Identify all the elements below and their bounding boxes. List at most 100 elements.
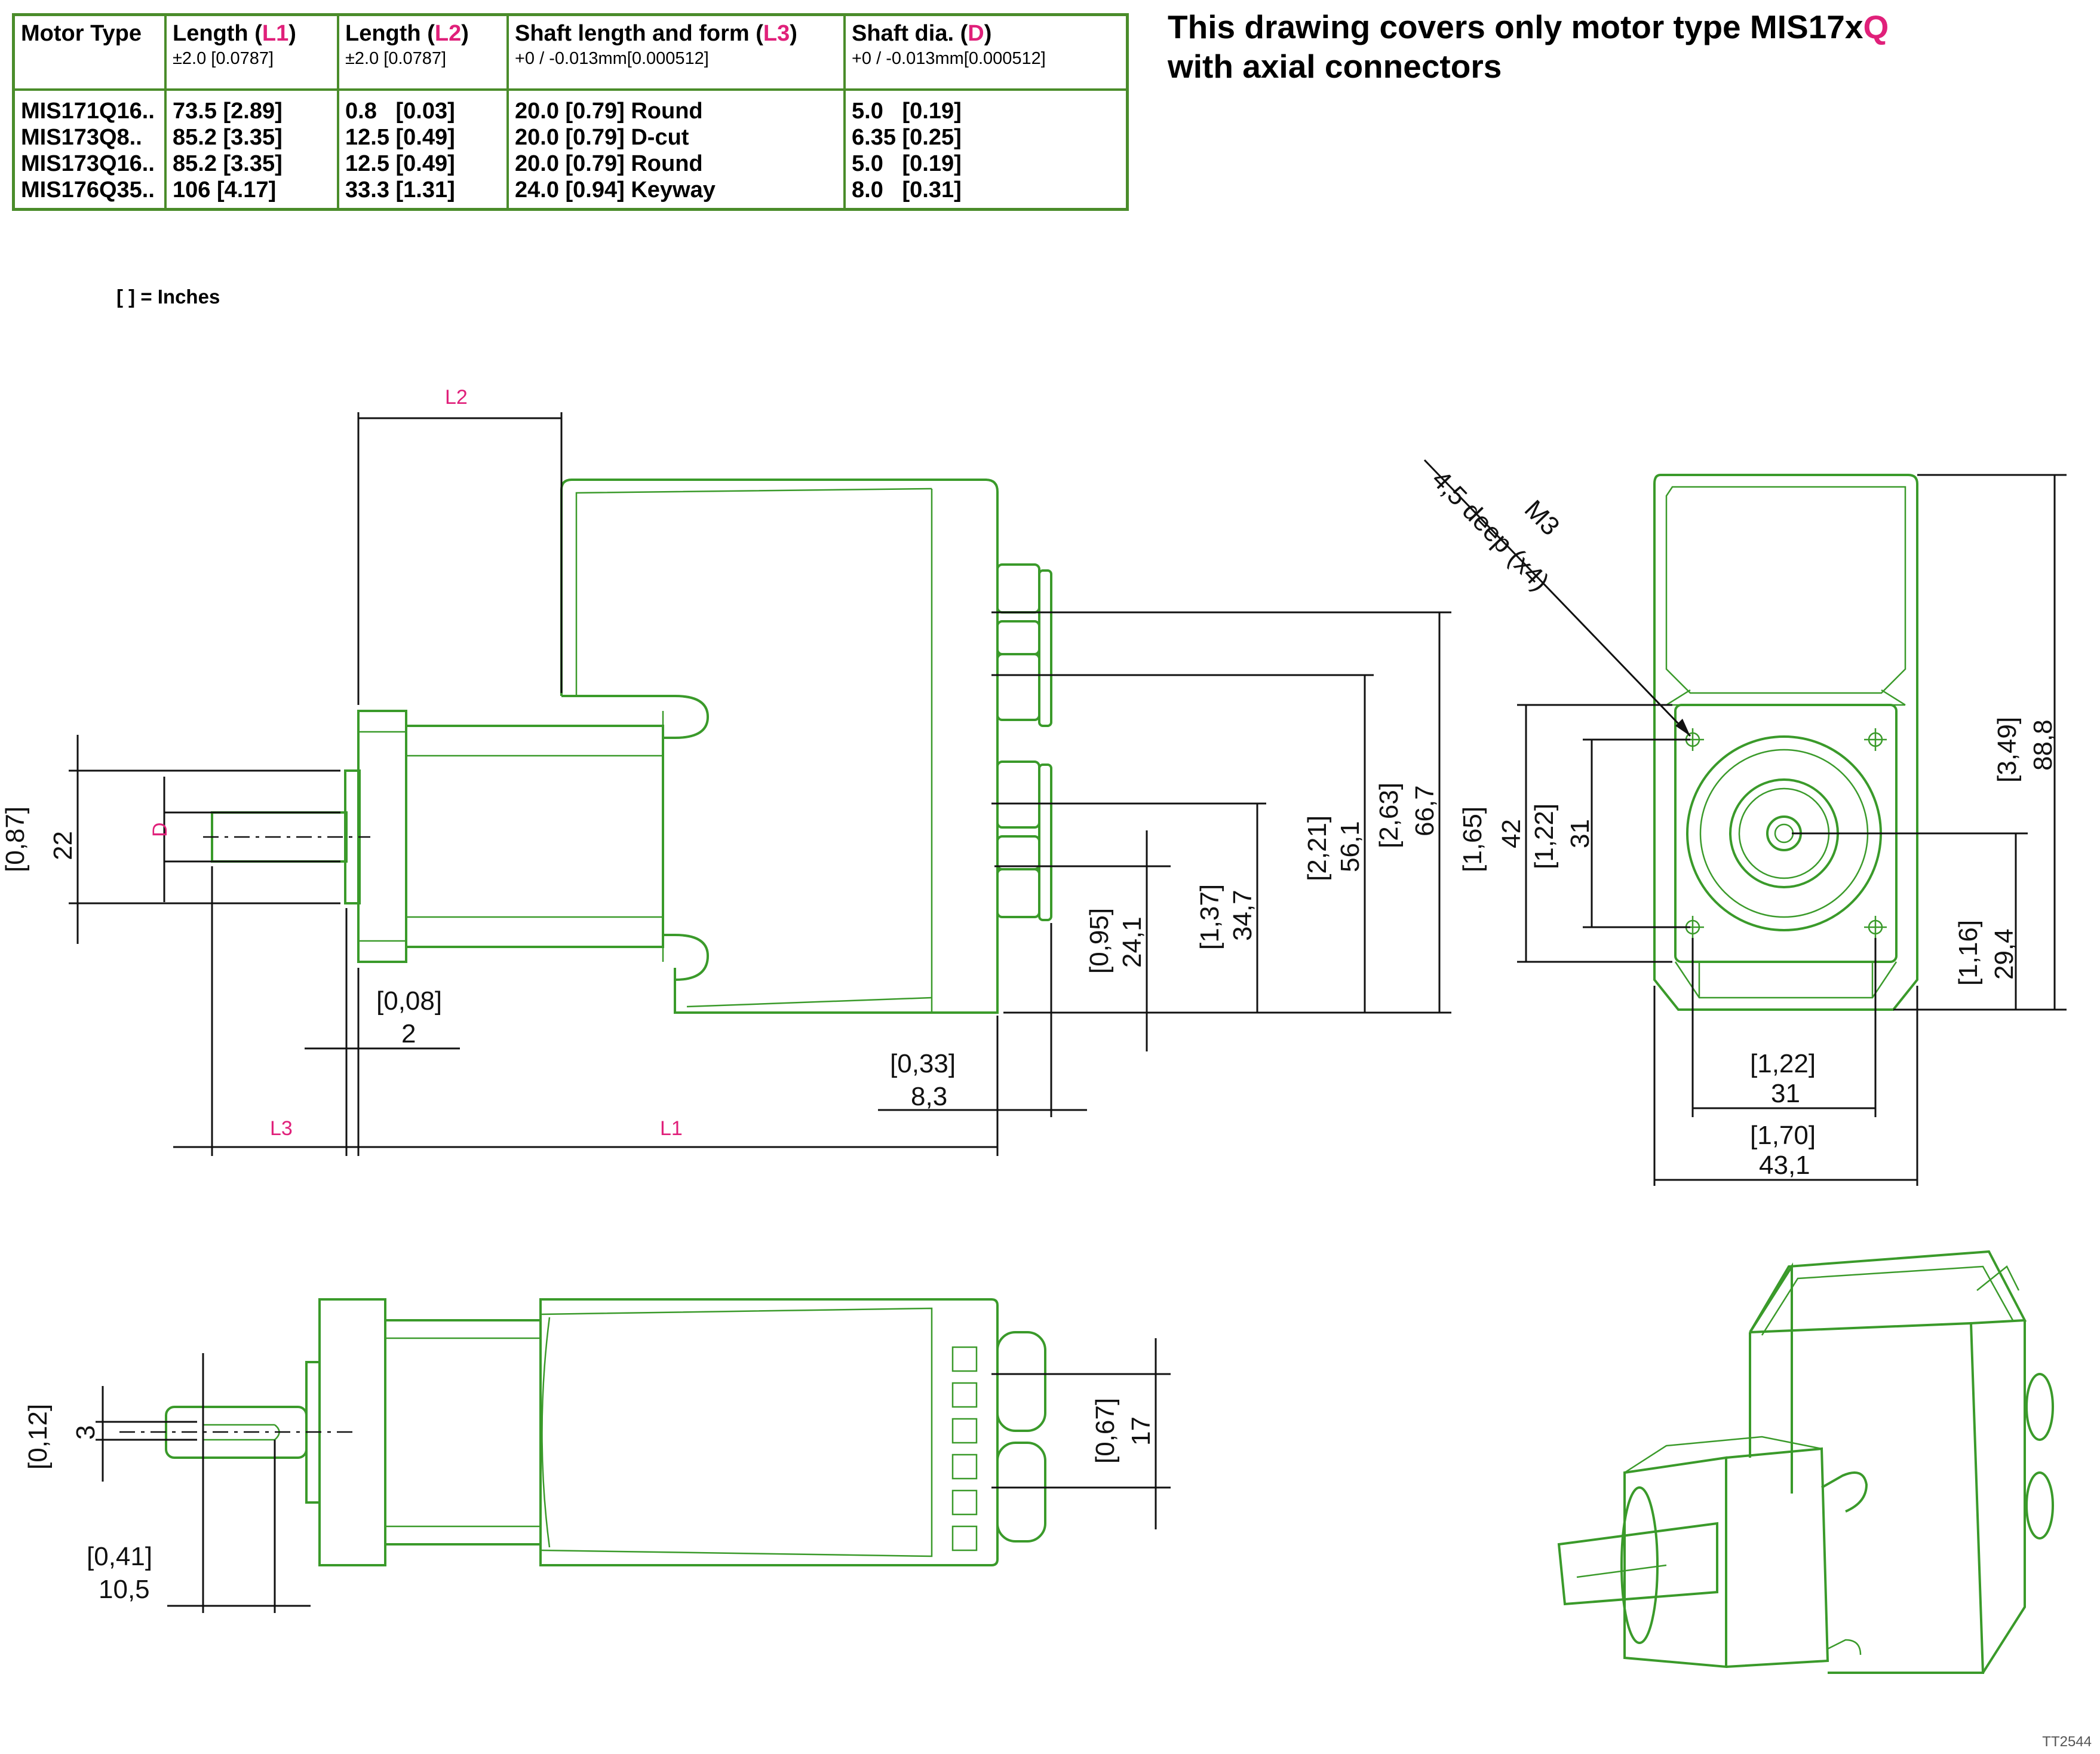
connector-group-lower [996,761,1052,921]
cell: 20.0 [0.79] Round [515,99,703,124]
header-length-l2: Length (L2)±2.0 [0.0787] [337,13,509,91]
dim-front-43-mm: 43,1 [1759,1151,1810,1180]
col-shaft-length: 20.0 [0.79] Round 20.0 [0.79] D-cut 20.0… [506,88,846,211]
cell: MIS173Q16.. [21,151,155,176]
mounting-holes [1681,728,1887,939]
dim-connector-offset-mm: 8,3 [911,1082,947,1111]
iso-housing-top [1749,1250,2027,1333]
iso-housing-back [1982,1320,2026,1674]
table-body-row: MIS171Q16.. MIS173Q8.. MIS173Q16.. MIS17… [12,88,1129,211]
headline-line2: with axial connectors [1168,48,1502,85]
top-housing [539,1298,999,1566]
l1-label: L1 [660,1117,683,1140]
cell: 8.0 [0.31] [852,177,962,203]
header-shaft-length: Shaft length and form (L3)+0 / -0.013mm[… [506,13,846,91]
thread-leader [1423,459,1691,737]
front-view-dimensions: M3 4,5 deep (x4) [1,65] 42 [1,22] 31 [1,… [1423,459,2067,1186]
cell: 12.5 [0.49] [345,151,455,176]
headline-accent: Q [1863,8,1889,45]
l2-label: L2 [445,386,468,409]
dim-conn-66-inch: [2,63] [1374,783,1404,848]
dim-front-31v-inch: [1,22] [1530,804,1559,869]
d-label: D [149,822,171,837]
dim-shaft-height-mm: 22 [48,831,78,860]
cell: 85.2 [3.35] [173,151,283,176]
dim-front-42-inch: [1,65] [1458,807,1487,872]
front-view-motor [1653,474,1918,1011]
iso-shaft [1557,1522,1718,1606]
top-connectors [951,1331,1046,1551]
dim-front-31v-mm: 31 [1565,819,1595,848]
dim-connector-offset-inch: [0,33] [890,1049,956,1078]
dim-front-42-mm: 42 [1497,819,1526,848]
connector-group-upper [996,563,1052,727]
cell: 6.35 [0.25] [852,125,962,150]
dim-keyway-inch: [0,12] [23,1404,53,1470]
motor-spec-table: Motor Type Length (L1)±2.0 [0.0787] Leng… [12,13,1129,211]
cell: MIS171Q16.. [21,99,155,124]
iso-flange [1623,1456,1727,1669]
dim-conn-24-mm: 24,1 [1117,916,1147,968]
dim-front-88-mm: 88,8 [2028,719,2058,771]
reference-code: TT2544 [2042,1734,2092,1750]
cell: 0.8 [0.03] [345,99,455,124]
cell: MIS176Q35.. [21,177,155,203]
dim-front-31h-mm: 31 [1771,1079,1800,1108]
isometric-view [1557,1250,2054,1674]
cell: 85.2 [3.35] [173,125,283,150]
dim-front-43-inch: [1,70] [1750,1121,1816,1150]
header-shaft-dia: Shaft dia. (D)+0 / -0.013mm[0.000512] [843,13,1129,91]
col-motor-type: MIS171Q16.. MIS173Q8.. MIS173Q16.. MIS17… [12,88,167,211]
dim-flange-inch: [0,08] [376,986,442,1016]
iso-body [1726,1447,1829,1668]
thread-spec-line1: M3 [1519,495,1565,541]
dim-keyway-len-inch: [0,41] [87,1542,152,1571]
headline: This drawing covers only motor type MIS1… [1168,7,1889,86]
cell: 20.0 [0.79] Round [515,151,703,176]
housing-lug-bottom [663,934,710,981]
dim-front-29-mm: 29,4 [1990,928,2019,980]
dim-keyway-len-mm: 10,5 [99,1575,150,1604]
cell: 24.0 [0.94] Keyway [515,177,716,203]
headline-line1: This drawing covers only motor type MIS1… [1168,8,1863,45]
cell: 5.0 [0.19] [852,151,962,176]
cell: 5.0 [0.19] [852,99,962,124]
col-length-l1: 73.5 [2.89] 85.2 [3.35] 85.2 [3.35] 106 … [164,88,339,211]
top-view-dimensions: [0,12] 3 [0,41] 10,5 [0,67] 17 [23,1338,1171,1613]
dim-front-31h-inch: [1,22] [1750,1049,1816,1078]
side-view-motor [203,479,1052,1014]
iso-lug [1821,1471,1868,1513]
top-motor-body [384,1319,542,1546]
cell: 12.5 [0.49] [345,125,455,150]
dim-conn-66-mm: 66,7 [1410,785,1439,836]
dim-top-17-inch: [0,67] [1091,1398,1120,1464]
housing-lug-top [561,695,710,739]
iso-housing-front [1749,1262,1793,1494]
cell: MIS173Q8.. [21,125,142,150]
l3-label: L3 [270,1117,293,1140]
dim-conn-34-mm: 34,7 [1228,890,1257,941]
dim-keyway-mm: 3 [71,1425,100,1440]
col-shaft-dia: 5.0 [0.19] 6.35 [0.25] 5.0 [0.19] 8.0 [0… [843,88,1129,211]
inches-note: [ ] = Inches [116,286,220,308]
col-length-l2: 0.8 [0.03] 12.5 [0.49] 12.5 [0.49] 33.3 … [337,88,509,211]
dim-front-88-inch: [3,49] [1992,717,2022,783]
cell: 106 [4.17] [173,177,277,203]
iso-housing-side [1749,1321,1985,1674]
cell: 33.3 [1.31] [345,177,455,203]
dim-flange-mm: 2 [401,1019,416,1048]
side-view-dimensions: L2 D [0,87] 22 [0,08] 2 L3 L1 [0,33] 8,3 [1,386,1451,1156]
dim-conn-56-mm: 56,1 [1335,821,1365,872]
dim-conn-34-inch: [1,37] [1195,884,1224,950]
cell: 73.5 [2.89] [173,99,283,124]
dim-shaft-height-inch: [0,87] [1,807,30,872]
motor-body [405,725,664,948]
table-header-row: Motor Type Length (L1)±2.0 [0.0787] Leng… [12,13,1129,91]
top-view-motor [119,1298,1046,1566]
cell: 20.0 [0.79] D-cut [515,125,689,150]
dim-conn-24-inch: [0,95] [1085,908,1114,974]
dim-top-17-mm: 17 [1126,1416,1156,1446]
header-length-l1: Length (L1)±2.0 [0.0787] [164,13,339,91]
dim-front-29-inch: [1,16] [1954,920,1983,986]
